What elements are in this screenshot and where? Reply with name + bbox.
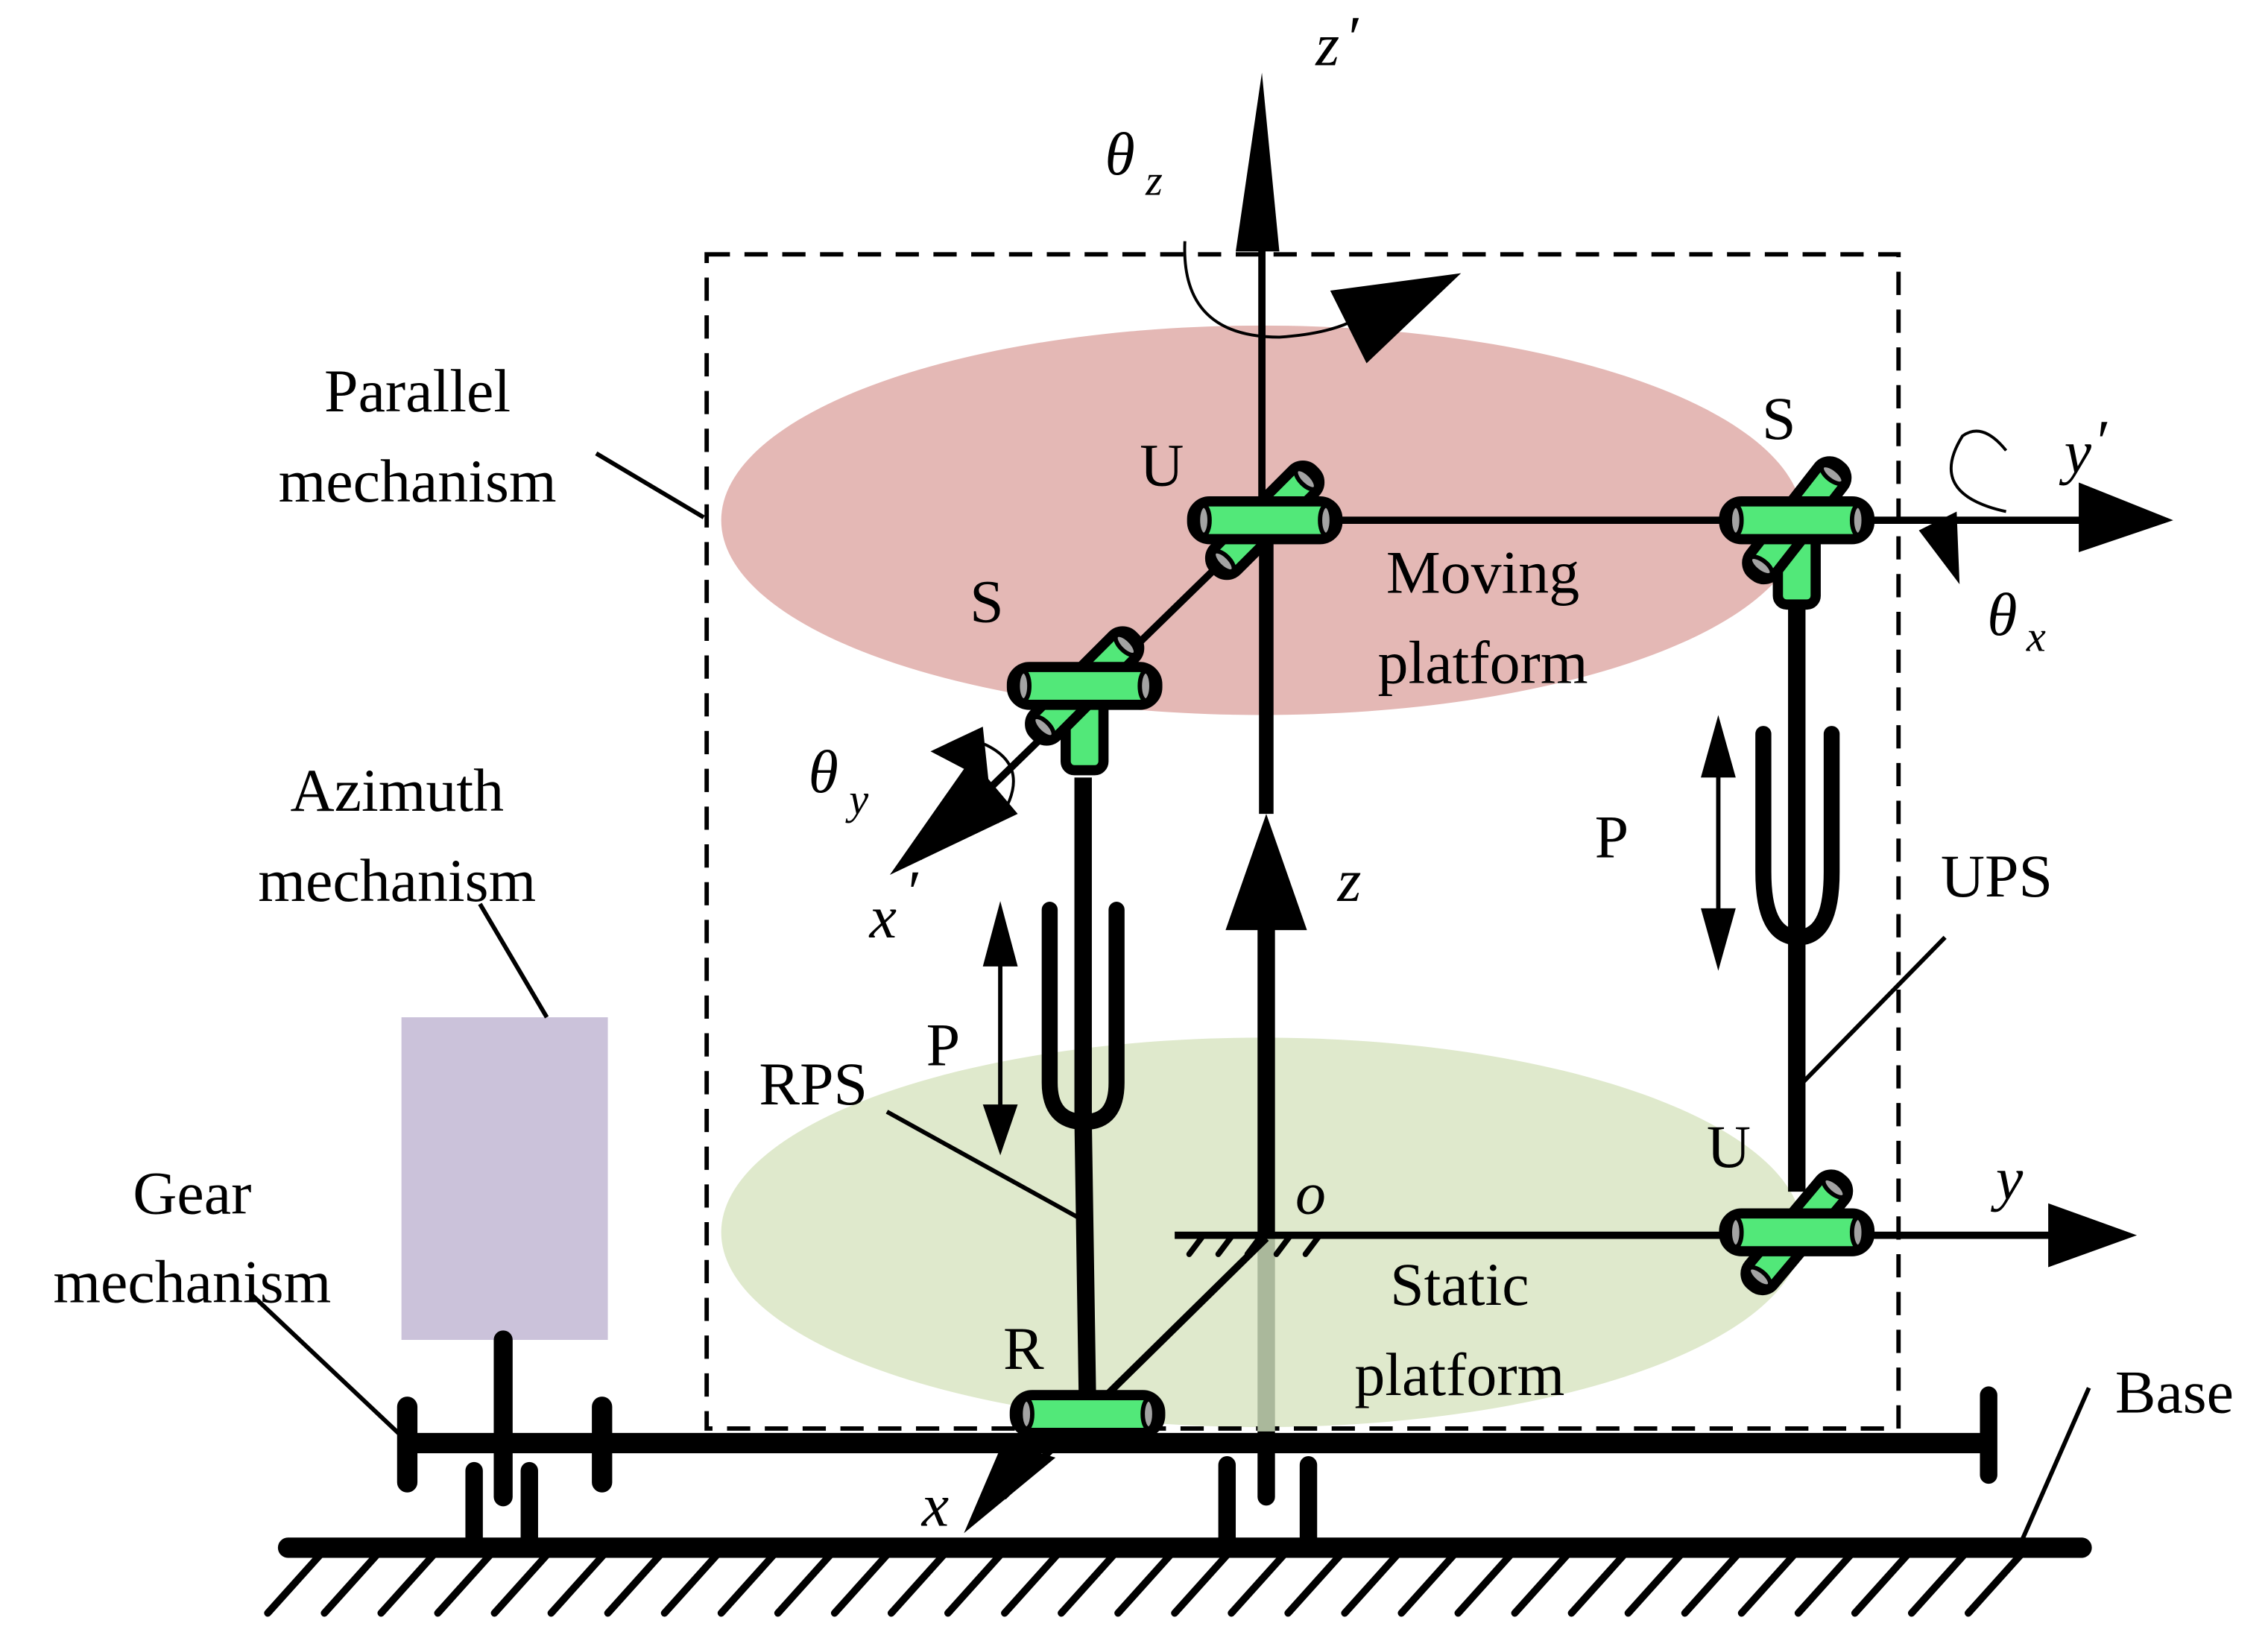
hatch-mark (1624, 1551, 1684, 1617)
y-prime-arrowhead (2079, 482, 2173, 553)
theta-z-sub: z (1145, 156, 1163, 204)
x-label: x (921, 1472, 949, 1540)
theta-y-rotation-arc (983, 742, 1015, 823)
u-bottom-label: U (1707, 1113, 1751, 1180)
x-prime-mark: ′ (904, 858, 918, 926)
base-hatching (264, 1551, 2024, 1617)
hatch-mark (1907, 1551, 1968, 1617)
theta-x-symbol: θ (1987, 581, 2017, 648)
x-prime-arrowhead (889, 758, 1018, 875)
ups-p-arrow-down (1701, 908, 1736, 971)
moving-platform-label-2: platform (1378, 629, 1588, 697)
ups-label: UPS (1941, 842, 2053, 910)
parallel-label-2: mechanism (279, 447, 557, 515)
parallel-mechanism-boundary (704, 252, 1901, 1431)
hatch-mark (774, 1551, 834, 1617)
y-prime-mark: ′ (2094, 408, 2108, 475)
s-joint-right (1724, 455, 1869, 610)
u-top-label: U (1140, 431, 1184, 499)
p-left-label: P (926, 1010, 961, 1078)
hatch-mark (434, 1551, 494, 1617)
z-label: z (1337, 847, 1362, 914)
hatch-mark (1794, 1551, 1854, 1617)
hatch-mark (1341, 1551, 1401, 1617)
base-leader (2018, 1387, 2091, 1545)
hatch-mark (1228, 1551, 1288, 1617)
z-prime-mark: ′ (1345, 4, 1359, 72)
ups-p-arrow-up (1701, 715, 1736, 778)
theta-y-symbol: θ (809, 738, 838, 806)
rps-p-arrow-up (982, 901, 1018, 967)
r-label: R (1003, 1315, 1044, 1382)
hatch-mark (830, 1551, 891, 1617)
hatch-mark (1171, 1551, 1231, 1617)
z-prime-label: z (1315, 11, 1339, 79)
hatch-mark (1284, 1551, 1345, 1617)
parallel-label-1: Parallel (324, 357, 511, 425)
rps-leg-lower (1074, 1122, 1096, 1403)
moving-platform-label-1: Moving (1386, 539, 1579, 607)
r-joint (1015, 1395, 1160, 1433)
z-prime-arrowhead (1236, 72, 1280, 252)
hatch-mark (1001, 1551, 1061, 1617)
origin-label: o (1295, 1159, 1326, 1227)
hatch-mark (944, 1551, 1004, 1617)
static-platform-label-1: Static (1390, 1250, 1529, 1318)
y-arrowhead (2048, 1203, 2138, 1268)
hatch-mark (1567, 1551, 1628, 1617)
hatch-mark (1114, 1551, 1175, 1617)
s-left-label: S (970, 568, 1004, 636)
hatch-mark (547, 1551, 607, 1617)
s-right-label: S (1762, 385, 1796, 452)
hatch-mark (717, 1551, 777, 1617)
hatch-mark (1511, 1551, 1571, 1617)
hatch-mark (1851, 1551, 1911, 1617)
s-joint-left (1012, 625, 1157, 776)
x-prime-label: x (869, 883, 897, 951)
theta-y-sub: y (845, 775, 868, 823)
rps-leader (885, 1110, 1080, 1220)
gear-label-1: Gear (133, 1159, 251, 1227)
z-arrowhead (1225, 814, 1307, 931)
hatch-mark (490, 1551, 551, 1617)
y-prime-label: y (2059, 418, 2092, 486)
ups-leader (1801, 935, 1947, 1084)
hatch-mark (377, 1551, 438, 1617)
y-label: y (1991, 1145, 2024, 1212)
hatch-mark (1058, 1551, 1118, 1617)
azimuth-label-2: mechanism (258, 847, 536, 914)
gear-leader (248, 1291, 406, 1440)
p-right-label: P (1595, 803, 1629, 871)
parallel-leader (595, 451, 705, 519)
hatch-mark (1965, 1551, 2024, 1617)
hatch-mark (604, 1551, 664, 1617)
rps-p-arrow-down (982, 1104, 1018, 1156)
azimuth-mechanism-block (401, 1017, 608, 1341)
hatch-mark (887, 1551, 947, 1617)
azimuth-leader (478, 902, 549, 1019)
azimuth-label-1: Azimuth (290, 756, 504, 824)
base-label: Base (2115, 1359, 2234, 1426)
hatch-mark (660, 1551, 721, 1617)
theta-z-rotation-arc (1183, 241, 1350, 339)
hatch-mark (1737, 1551, 1798, 1617)
x-axis (1000, 1236, 1269, 1500)
theta-x-rotation-arc (1950, 429, 2008, 513)
theta-z-arrowhead (1330, 273, 1462, 364)
rps-label: RPS (759, 1050, 868, 1118)
x-arrowhead (964, 1441, 1056, 1534)
hatch-mark (1454, 1551, 1514, 1617)
theta-x-sub: x (2026, 613, 2046, 661)
hatch-mark (264, 1551, 324, 1617)
static-platform-label-2: platform (1354, 1341, 1564, 1408)
hatch-mark (320, 1551, 381, 1617)
theta-y-arrowhead (930, 727, 989, 782)
hatch-mark (1681, 1551, 1741, 1617)
gear-label-2: mechanism (53, 1247, 331, 1315)
theta-x-arrowhead (1918, 511, 1960, 584)
hatch-mark (1397, 1551, 1458, 1617)
theta-z-symbol: θ (1105, 120, 1134, 188)
ground-hatching-origin (1186, 1233, 1322, 1257)
